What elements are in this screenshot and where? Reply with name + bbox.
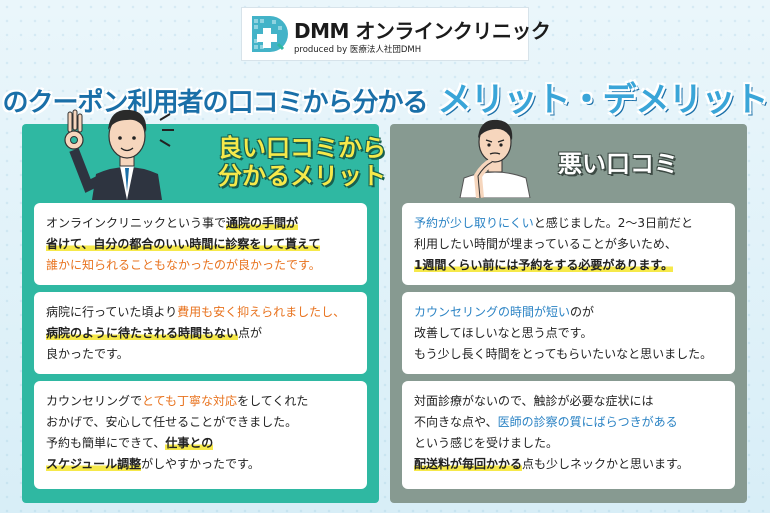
review-text: 予約も簡単にできて、 bbox=[46, 436, 166, 450]
bad-review-card-3: 対面診療がないので、触診が必要な症状には 不向きな点や、医師の診察の質にばらつき… bbox=[402, 381, 735, 489]
review-highlight: 仕事との bbox=[165, 436, 214, 450]
brand-logo: DMM オンラインクリニック produced by 医療法人社団DMH bbox=[241, 7, 551, 61]
good-title-line2: 分かるメリット bbox=[218, 162, 386, 190]
review-highlight: スケジュール調整 bbox=[46, 457, 142, 471]
good-reviews-panel: 良い口コミから 分かるメリット オンラインクリニックという事で通院の手間が 省け… bbox=[22, 109, 386, 503]
good-review-card-2: 病院に行っていた頃より費用も安く抑えられましたし、 病院のように待たされる時間も… bbox=[34, 292, 367, 374]
review-text: 良かったです。 bbox=[46, 347, 129, 361]
review-highlight-orange: 費用も安く抑えられましたし、 bbox=[177, 305, 346, 319]
review-text: もう少し長く時間をとってもらいたいなと思いました。 bbox=[414, 347, 713, 361]
review-highlight-blue: 予約が少し取りにくい bbox=[414, 216, 534, 230]
bad-review-card-1: 予約が少し取りにくいと感じました。2〜3日前だと 利用したい時間が埋まっているこ… bbox=[402, 203, 735, 285]
review-text: という感じを受けました。 bbox=[414, 436, 559, 450]
review-text: のが bbox=[570, 305, 595, 319]
review-text: カウンセリングで bbox=[46, 394, 143, 408]
good-review-card-1: オンラインクリニックという事で通院の手間が 省けて、自分の都合のいい時間に診察を… bbox=[34, 203, 367, 285]
businessman-ok-gesture-illustration bbox=[64, 109, 174, 200]
review-highlight-blue: カウンセリングの時間が短い bbox=[414, 305, 571, 319]
review-text: 点も少しネックかと思います。 bbox=[522, 457, 689, 471]
review-highlight: 省けて、自分の都合のいい時間に診察をして貰えて bbox=[46, 237, 321, 251]
review-text: 対面診療がないので、触診が必要な症状には bbox=[414, 394, 654, 408]
review-highlight: 病院のように待たされる時間もない bbox=[46, 326, 239, 340]
review-text: 点が bbox=[238, 326, 263, 340]
review-highlight-blue: 医師の診察の質にばらつきがある bbox=[497, 415, 678, 429]
page-headline: のクーポン利用者の口コミから分かるメリット・デメリット bbox=[0, 72, 770, 121]
brand-subtitle: produced by 医療法人社団DMH bbox=[294, 45, 422, 55]
review-text: おかげで、安心して任せることができました。 bbox=[46, 415, 298, 429]
review-text: 改善してほしいなと思う点です。 bbox=[414, 326, 593, 340]
review-text: がしやすかったです。 bbox=[141, 457, 260, 471]
good-title-line1: 良い口コミから bbox=[218, 134, 386, 162]
review-text: をしてくれた bbox=[237, 394, 309, 408]
bad-review-card-2: カウンセリングの時間が短いのが 改善してほしいなと思う点です。 もう少し長く時間… bbox=[402, 292, 735, 374]
medical-cross-logo-icon bbox=[248, 14, 288, 54]
brand-name: DMM オンラインクリニック bbox=[294, 19, 551, 43]
review-highlight-orange: とても丁寧な対応 bbox=[142, 394, 238, 408]
businessman-thinking-illustration bbox=[459, 119, 531, 198]
review-text: と感じました。2〜3日前だと bbox=[533, 216, 694, 230]
good-title: 良い口コミから 分かるメリット bbox=[218, 134, 388, 190]
review-highlight: 配送料が毎回かかる bbox=[414, 457, 523, 471]
headline-part2: メリット・デメリット bbox=[437, 80, 769, 120]
bad-reviews-panel: 悪い口コミ 予約が少し取りにくいと感じました。2〜3日前だと 利用したい時間が埋… bbox=[390, 119, 747, 503]
review-text: 不向きな点や、 bbox=[414, 415, 498, 429]
review-highlight: 1週間くらい前には予約をする必要があります。 bbox=[414, 258, 674, 272]
good-review-card-3: カウンセリングでとても丁寧な対応をしてくれた おかげで、安心して任せることができ… bbox=[34, 381, 367, 489]
bad-title: 悪い口コミ bbox=[558, 150, 678, 178]
review-text: 病院に行っていた頃より bbox=[46, 305, 178, 319]
review-highlight-orange: 誰かに知られることもなかったのが良かったです。 bbox=[46, 258, 321, 272]
review-text: 利用したい時間が埋まっていることが多いため、 bbox=[414, 237, 677, 251]
review-highlight: 通院の手間が bbox=[226, 216, 299, 230]
review-text: オンラインクリニックという事で bbox=[46, 216, 227, 230]
